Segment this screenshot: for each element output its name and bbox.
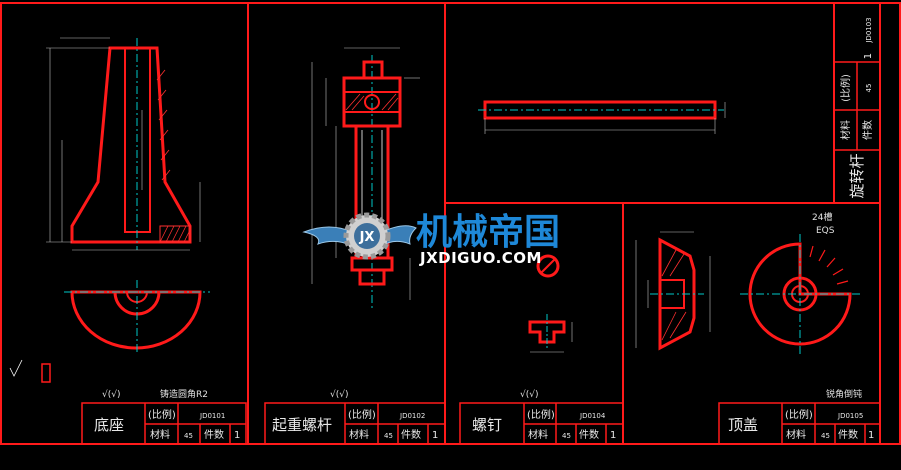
screw-dimensions-small xyxy=(530,322,573,353)
watermark-brand-en: JXDIGUO.COM xyxy=(419,249,542,267)
base-scale-label: (比例) xyxy=(148,408,176,421)
top-cap-side-section xyxy=(658,237,696,351)
screw-dimensions xyxy=(311,47,420,300)
base-qty-label: 件数 xyxy=(204,428,224,441)
rotary-bar-qty-label: 件数 xyxy=(861,120,874,140)
base-title-block: 底座 (比例) JD0101 材料 45 件数 1 xyxy=(81,402,247,445)
rotary-bar-material-label: 材料 xyxy=(839,120,852,140)
screw-part-name: 螺钉 xyxy=(472,416,502,434)
top-cap-material-value: 45 xyxy=(821,432,830,440)
top-cap-drawing-code: JD0105 xyxy=(837,412,863,420)
base-hatch-area xyxy=(159,225,191,243)
rotary-bar-drawing-code: JD0103 xyxy=(865,17,873,43)
rotary-bar-dimensions xyxy=(484,102,726,134)
rotary-bar-qty-value: 1 xyxy=(863,53,874,59)
screw-cross-hole xyxy=(364,94,380,110)
lifting-screw-material-value: 45 xyxy=(384,432,393,440)
rotary-bar-material-value: 45 xyxy=(865,84,873,93)
roughness-symbol-legend xyxy=(9,359,51,383)
screw-scale-label: (比例) xyxy=(527,408,555,421)
top-cap-qty-value: 1 xyxy=(868,430,874,441)
lifting-screw-title-block: 起重螺杆 (比例) JD0102 材料 45 件数 1 xyxy=(264,402,446,445)
screw-drawing-code: JD0104 xyxy=(579,412,606,420)
lifting-screw-material-label: 材料 xyxy=(349,428,369,441)
watermark-logo-letters: JX xyxy=(359,230,375,245)
base-part-view: √(√) 铸造圆角R2 xyxy=(9,37,210,400)
base-casting-note: 铸造圆角R2 xyxy=(160,388,208,400)
base-hatch-lines xyxy=(156,69,191,243)
top-cap-hatch xyxy=(661,249,687,341)
watermark-left-wing-icon xyxy=(302,226,353,247)
screw-qty-label: 件数 xyxy=(579,428,599,441)
screw-small-roughness-note: √(√) xyxy=(520,389,539,400)
base-drawing-code: JD0101 xyxy=(199,412,225,420)
base-section-outline xyxy=(70,46,192,244)
lifting-screw-part-name: 起重螺杆 xyxy=(272,416,332,434)
watermark-brand-cn: 机械帝国 xyxy=(416,212,560,253)
top-cap-edge-note: 锐角倒钝 xyxy=(826,388,862,400)
screw-part-view: √(√) xyxy=(520,254,573,400)
screw-material-label: 材料 xyxy=(528,428,548,441)
base-qty-value: 1 xyxy=(234,430,240,441)
base-material-value: 45 xyxy=(184,432,193,440)
top-cap-dimensions xyxy=(635,231,711,348)
top-cap-grooves xyxy=(799,244,850,295)
screw-title-block: 螺钉 (比例) JD0104 材料 45 件数 1 xyxy=(459,402,624,445)
lifting-screw-drawing-code: JD0102 xyxy=(399,412,425,420)
screw-head-hatch xyxy=(345,93,399,111)
rotary-bar-part-view xyxy=(478,100,726,134)
rotary-bar-part-name: 旋转杆 xyxy=(848,153,866,198)
rotary-bar-body xyxy=(483,100,717,120)
watermark-right-wing-icon xyxy=(381,225,417,247)
lifting-screw-qty-value: 1 xyxy=(432,430,438,441)
base-plan-view-outer xyxy=(70,290,202,350)
screw-material-value: 45 xyxy=(562,432,571,440)
screw-qty-value: 1 xyxy=(610,430,616,441)
site-watermark: JX 机械帝国 JXDIGUO.COM xyxy=(302,212,560,267)
base-part-name: 底座 xyxy=(94,416,124,434)
base-dimensions xyxy=(46,37,201,251)
top-cap-qty-label: 件数 xyxy=(838,428,858,441)
screw-top-view xyxy=(536,254,560,278)
screw-head xyxy=(342,76,402,128)
screw-end xyxy=(358,268,386,286)
top-cap-groove-note: 24槽 xyxy=(812,211,832,223)
top-cap-part-view: 24槽 EQS 锐角倒钝 xyxy=(635,211,862,400)
screw-top-tenon xyxy=(362,60,384,80)
top-cap-part-name: 顶盖 xyxy=(728,416,758,434)
top-cap-title-block: 顶盖 (比例) JD0105 材料 45 件数 1 xyxy=(718,402,881,445)
top-cap-groove-sub: EQS xyxy=(816,226,835,236)
top-cap-scale-label: (比例) xyxy=(785,408,813,421)
top-cap-material-label: 材料 xyxy=(786,428,806,441)
base-roughness-note: √(√) xyxy=(102,389,121,400)
screw-roughness-note: √(√) xyxy=(330,389,349,400)
top-cap-plan-outer xyxy=(748,242,852,346)
rotary-bar-title-block: 旋转杆 (比例) JD0103 材料 45 件数 1 xyxy=(833,17,881,204)
base-material-label: 材料 xyxy=(150,428,170,441)
lifting-screw-part-view: √(√) xyxy=(311,47,420,400)
lifting-screw-scale-label: (比例) xyxy=(348,408,376,421)
lifting-screw-qty-label: 件数 xyxy=(401,428,421,441)
rotary-bar-scale-label: (比例) xyxy=(839,74,852,102)
screw-side-view xyxy=(528,320,566,344)
